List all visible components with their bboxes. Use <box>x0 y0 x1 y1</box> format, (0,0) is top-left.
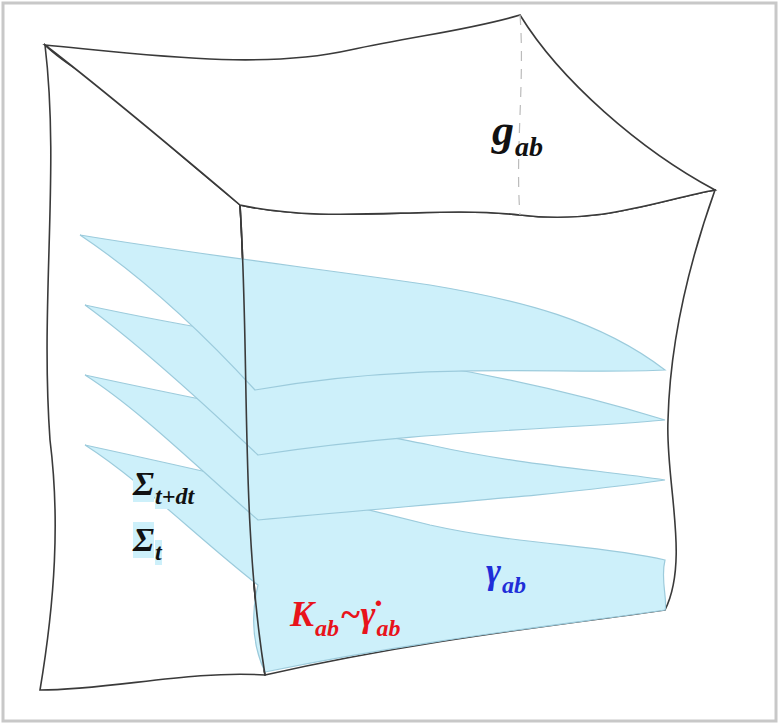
hypersurface-symbol: Σ <box>133 522 154 558</box>
hidden-edge <box>519 15 522 215</box>
front-edge <box>240 205 265 675</box>
metric-symbol: g <box>492 108 514 154</box>
index-subscript: ab <box>515 132 543 161</box>
index-subscript: ab <box>502 573 526 598</box>
time-subscript: t+dt <box>155 484 194 509</box>
hypersurface-symbol: Σ <box>133 466 154 502</box>
index-subscript: ab <box>315 616 339 641</box>
induced-metric: γ <box>486 553 501 591</box>
hypersurfaces <box>80 235 666 672</box>
metric-rate: ~γ̇ <box>340 596 376 634</box>
index-subscript: ab <box>377 616 401 641</box>
top-face <box>45 15 715 217</box>
time-subscript: t <box>155 540 162 565</box>
sheet <box>80 235 665 390</box>
extrinsic-curvature: K <box>290 596 314 634</box>
spacetime-block <box>40 15 715 690</box>
frame <box>3 3 776 721</box>
